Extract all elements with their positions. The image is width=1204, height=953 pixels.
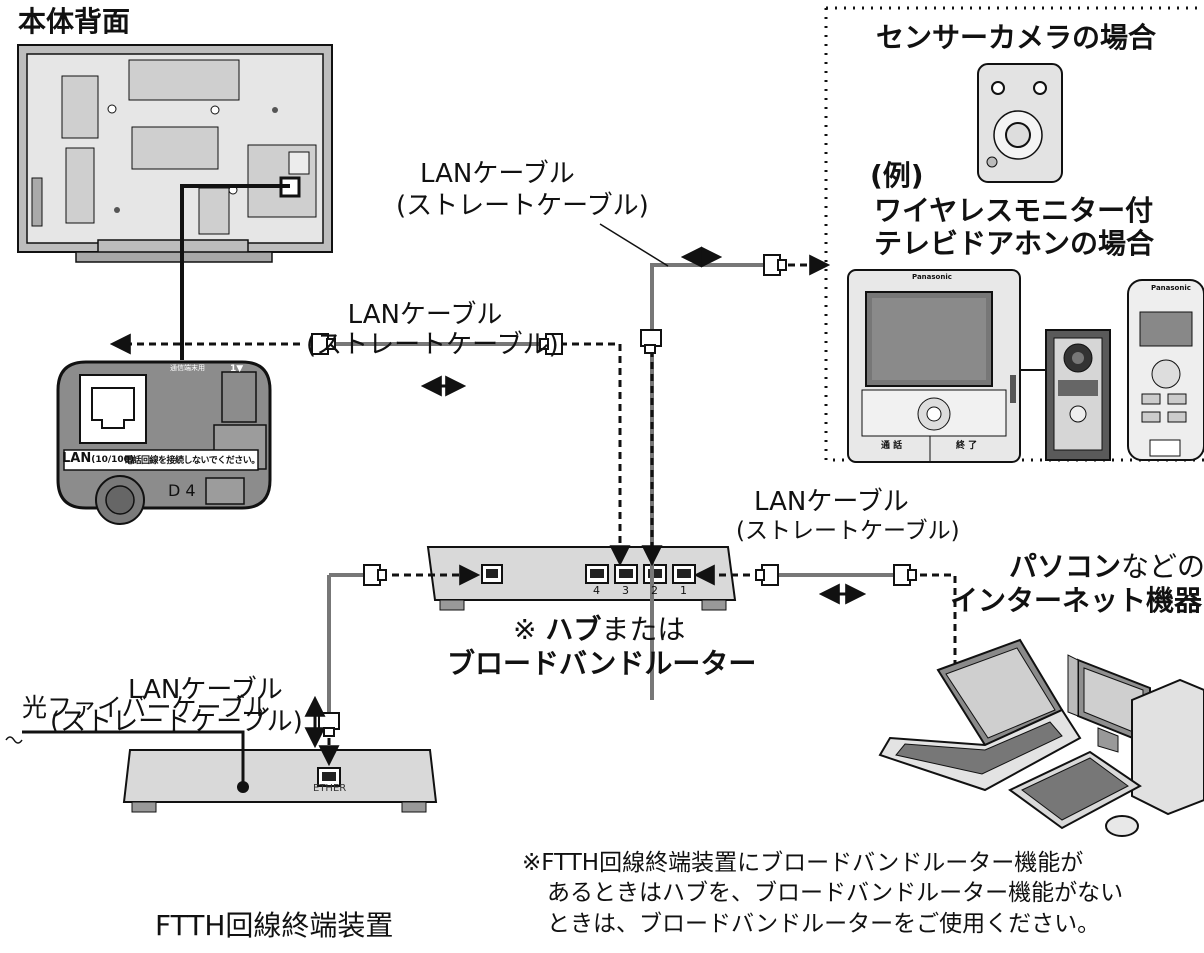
cable-label-tv: LANケーブル	[330, 300, 520, 331]
pc-title-bold: パソコン	[1009, 550, 1122, 583]
monitor-brand-label: Panasonic	[912, 273, 952, 281]
router-title-line2: ブロードバンドルーター	[447, 647, 757, 680]
intercom-title-line1: ワイヤレスモニター付	[874, 194, 1154, 227]
router-illustration	[426, 546, 737, 611]
d4-label: D 4	[168, 481, 196, 500]
port-number: 1▼	[230, 364, 244, 374]
laptop-illustration	[878, 638, 1082, 792]
ftth-illustration	[122, 749, 438, 813]
note-line1: ※FTTH回線終端装置にブロードバンドルーター機能が	[522, 850, 1084, 876]
note-line2: あるときはハブを、ブロードバンドルーター機能がない	[547, 880, 1124, 906]
cable-label-ftth-line2: (ストレートケーブル)	[50, 707, 303, 737]
lan-panel-illustration	[56, 360, 272, 525]
wireless-monitor-illustration	[847, 269, 1021, 463]
note-line3: ときは、ブロードバンドルーターをご使用ください。	[547, 911, 1101, 937]
cable-label-pc-line1: LANケーブル	[754, 487, 909, 517]
lan-jack-spec: (10/100)	[91, 455, 135, 465]
monitor-end-button-label: 終 了	[956, 441, 978, 451]
sensor-camera-illustration	[977, 63, 1063, 183]
pc-title-line2: インターネット機器	[950, 584, 1203, 617]
router-port-number: 1	[680, 584, 687, 597]
tv-rear-label: 本体背面	[18, 5, 131, 38]
ftth-port-label: ETHER	[313, 783, 347, 794]
door-camera-illustration	[1020, 329, 1111, 461]
router-title-line1: ※ ハブまたは	[513, 613, 686, 646]
lan-jack-label: LAN(10/100)	[62, 451, 135, 467]
example-tag: (例)	[870, 159, 924, 192]
cable-label-ftth-line1: LANケーブル	[128, 675, 283, 705]
router-port-number: 3	[622, 584, 629, 597]
desktop-pc-illustration	[1008, 654, 1204, 837]
intercom-title-line2: テレビドアホンの場合	[874, 227, 1155, 260]
cable-label-tv-line2: (ストレートケーブル)	[306, 330, 559, 360]
cable-label-camera-line2: (ストレートケーブル)	[396, 191, 649, 221]
router-title-hub: ハブ	[545, 613, 602, 646]
router-title-or: または	[601, 613, 686, 646]
ftth-title: FTTH回線終端装置	[155, 909, 394, 942]
router-port-socket	[590, 569, 604, 578]
router-port-socket	[619, 569, 633, 578]
pc-title-rest: などの	[1121, 550, 1204, 583]
cable-label-tv-line1: LANケーブル	[347, 300, 503, 330]
router-port-number: 2	[651, 584, 658, 597]
router-port-socket	[648, 569, 662, 578]
router-port-socket	[677, 569, 691, 578]
sensor-camera-title: センサーカメラの場合	[876, 21, 1157, 54]
handset-brand-label: Panasonic	[1151, 284, 1191, 292]
router-port-number: 4	[593, 584, 600, 597]
pc-title-line1: パソコンなどの	[1009, 550, 1204, 583]
lan-warning-text: 電話回線を接続しないでください。	[124, 456, 260, 466]
port-caption: 通信端末用	[170, 364, 205, 372]
handset-illustration	[1127, 279, 1204, 461]
cable-label-camera-line1: LANケーブル	[420, 159, 575, 189]
lan-jack-name: LAN	[62, 451, 92, 466]
tv-rear-illustration	[17, 44, 333, 263]
monitor-talk-button-label: 通 話	[881, 441, 903, 451]
cable-label-pc-line2: (ストレートケーブル)	[736, 518, 960, 544]
router-title-mark: ※	[513, 613, 546, 646]
fiber-label: 光ファイバーケーブル	[22, 693, 271, 722]
